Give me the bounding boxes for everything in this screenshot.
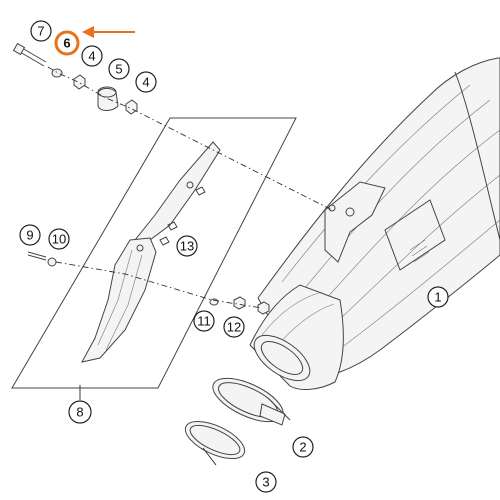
callout-circle — [223, 316, 245, 338]
callout-4-second: 4 — [135, 71, 157, 93]
callout-circle — [193, 310, 215, 332]
callout-circle — [176, 235, 198, 257]
shield-contour — [97, 249, 133, 346]
callout-4: 4 — [81, 45, 103, 67]
clamp-bolt — [267, 397, 291, 421]
rubber-damper — [97, 87, 119, 111]
callout-label: 2 — [299, 440, 306, 455]
callout-7: 7 — [30, 20, 52, 42]
callout-circle — [68, 400, 92, 424]
callout-8: 8 — [68, 400, 92, 424]
callout-label: 1 — [434, 290, 441, 305]
mount-hole — [345, 207, 355, 217]
muffler-contour — [294, 99, 491, 301]
callout-circle — [30, 20, 52, 42]
heat-shield — [81, 237, 157, 363]
muffler-label-text — [409, 239, 430, 263]
callout-9: 9 — [19, 224, 41, 246]
callout-5: 5 — [108, 58, 130, 80]
shield-contour — [105, 254, 143, 351]
bolt — [21, 47, 47, 63]
pointer-arrow-head — [82, 26, 94, 38]
bushing — [73, 74, 86, 90]
callout-label: 4 — [142, 75, 149, 90]
clamp-bolt-block — [259, 403, 286, 426]
callout-circle — [427, 286, 449, 308]
callout-circle-highlight — [54, 30, 80, 56]
arrow-left-icon — [82, 26, 135, 38]
callout-11: 11 — [193, 310, 215, 332]
callout-3: 3 — [255, 471, 277, 493]
muffler-inlet-inner — [260, 341, 304, 375]
leader-line-3 — [202, 447, 217, 466]
exhaust-gasket — [184, 420, 246, 460]
callout-label: 9 — [26, 228, 33, 243]
shield-hole — [136, 244, 144, 252]
gasket-inner — [189, 424, 241, 456]
callout-label: 3 — [262, 475, 269, 490]
stud — [257, 301, 270, 315]
damper-top — [97, 86, 117, 98]
callout-circle — [292, 436, 314, 458]
callout-circle — [135, 71, 157, 93]
callout-circle — [19, 224, 41, 246]
nut — [233, 296, 246, 310]
heat-shield-bracket — [81, 141, 221, 363]
callout-label: 8 — [76, 405, 83, 420]
muffler-label-plate — [384, 199, 446, 271]
callout-label: 10 — [52, 232, 66, 247]
bushing — [125, 99, 138, 115]
washer — [51, 68, 63, 78]
bracket-hole — [186, 181, 194, 189]
clip-nut — [195, 186, 206, 196]
exhaust-clamp — [212, 377, 291, 426]
clip-nut — [159, 236, 170, 246]
callout-circle — [255, 471, 277, 493]
muffler-end-cap — [454, 71, 500, 241]
callout-12: 12 — [223, 316, 245, 338]
callout-circle — [108, 58, 130, 80]
callout-label: 4 — [88, 49, 95, 64]
assembly-axis-top — [47, 66, 333, 211]
callout-label: 6 — [63, 36, 70, 51]
muffler-mount-bracket — [324, 181, 386, 263]
mounting-hardware-top — [12, 42, 138, 115]
bolt — [19, 51, 45, 67]
callout-1: 1 — [427, 286, 449, 308]
muffler-body — [249, 57, 500, 390]
heat-shield-group-frame — [11, 117, 297, 389]
callout-label: 13 — [180, 239, 194, 254]
gasket-ring — [184, 420, 246, 460]
cone-line — [261, 291, 323, 336]
screw — [27, 254, 47, 261]
callout-2: 2 — [292, 436, 314, 458]
callout-label: 11 — [197, 314, 211, 329]
callout-label: 7 — [37, 24, 44, 39]
callout-label: 12 — [227, 320, 241, 335]
assembly-axis-lower — [55, 261, 263, 309]
callout-circle — [48, 228, 70, 250]
muffler-inlet-ring — [253, 334, 311, 382]
callout-13: 13 — [176, 235, 198, 257]
callout-6-highlighted: 6 — [54, 30, 80, 56]
mounting-hardware-lower — [27, 251, 270, 315]
washer — [47, 257, 57, 267]
callout-label: 5 — [115, 62, 122, 77]
clip-nut — [167, 221, 178, 231]
callout-10: 10 — [48, 228, 70, 250]
bolt-head — [12, 42, 26, 56]
screw — [27, 251, 47, 258]
callout-circle — [81, 45, 103, 67]
